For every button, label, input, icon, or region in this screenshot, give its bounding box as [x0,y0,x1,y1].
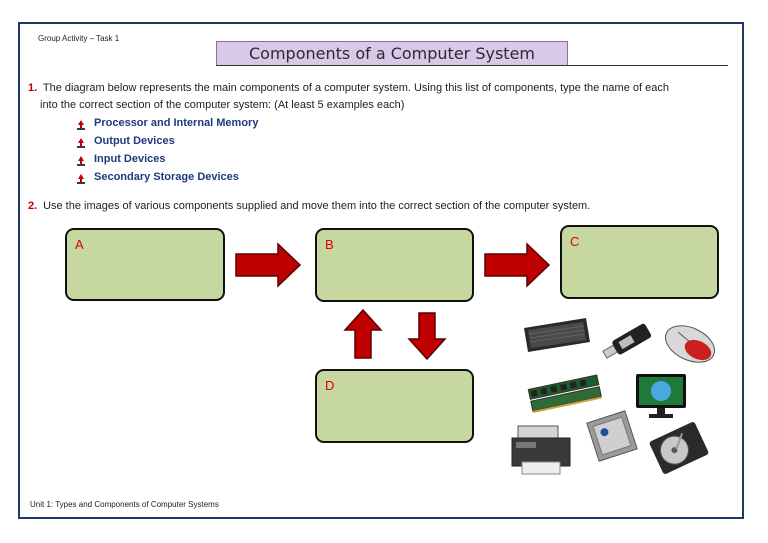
title-rule [216,65,728,66]
box-b[interactable]: B [315,228,474,302]
footer-text: Unit 1: Types and Components of Computer… [30,500,219,509]
list-item: Output Devices [76,132,258,150]
component-label: Processor and Internal Memory [94,117,259,129]
page-title: Components of a Computer System [216,41,568,66]
list-item: Processor and Internal Memory [76,114,258,132]
box-c-label: C [570,234,580,249]
box-a[interactable]: A [65,228,225,301]
question-1-number: 1. [28,82,38,94]
question-2-text: Use the images of various components sup… [43,200,591,212]
component-list: Processor and Internal Memory Output Dev… [76,114,258,186]
hard-drive-icon[interactable] [648,422,710,474]
bullet-icon [76,118,86,130]
question-2: 2. Use the images of various components … [28,198,728,215]
box-c[interactable]: C [560,225,719,299]
ram-icon[interactable] [526,374,604,414]
question-1-line-1: The diagram below represents the main co… [42,82,669,94]
component-label: Secondary Storage Devices [94,171,239,183]
arrow-a-to-b [235,242,302,288]
question-1: 1. The diagram below represents the main… [28,80,728,114]
processor-icon[interactable] [584,410,640,462]
keyboard-icon[interactable] [520,314,592,356]
list-item: Secondary Storage Devices [76,168,258,186]
component-label: Input Devices [94,153,166,165]
printer-icon[interactable] [508,422,576,478]
box-d[interactable]: D [315,369,474,443]
monitor-icon[interactable] [632,370,690,422]
question-2-number: 2. [28,200,38,212]
mouse-icon[interactable] [660,320,720,368]
bullet-icon [76,172,86,184]
question-1-line-2: into the correct section of the computer… [40,99,405,111]
box-b-label: B [325,237,334,252]
arrow-b-to-d [407,312,447,361]
box-d-label: D [325,378,335,393]
arrow-b-to-c [484,242,551,288]
arrow-d-to-b [343,308,383,359]
worksheet-page: Group Activity – Task 1 Components of a … [18,22,744,519]
header-label: Group Activity – Task 1 [38,34,120,43]
component-label: Output Devices [94,135,175,147]
bullet-icon [76,154,86,166]
bullet-icon [76,136,86,148]
usb-drive-icon[interactable] [596,320,658,366]
list-item: Input Devices [76,150,258,168]
box-a-label: A [75,237,84,252]
